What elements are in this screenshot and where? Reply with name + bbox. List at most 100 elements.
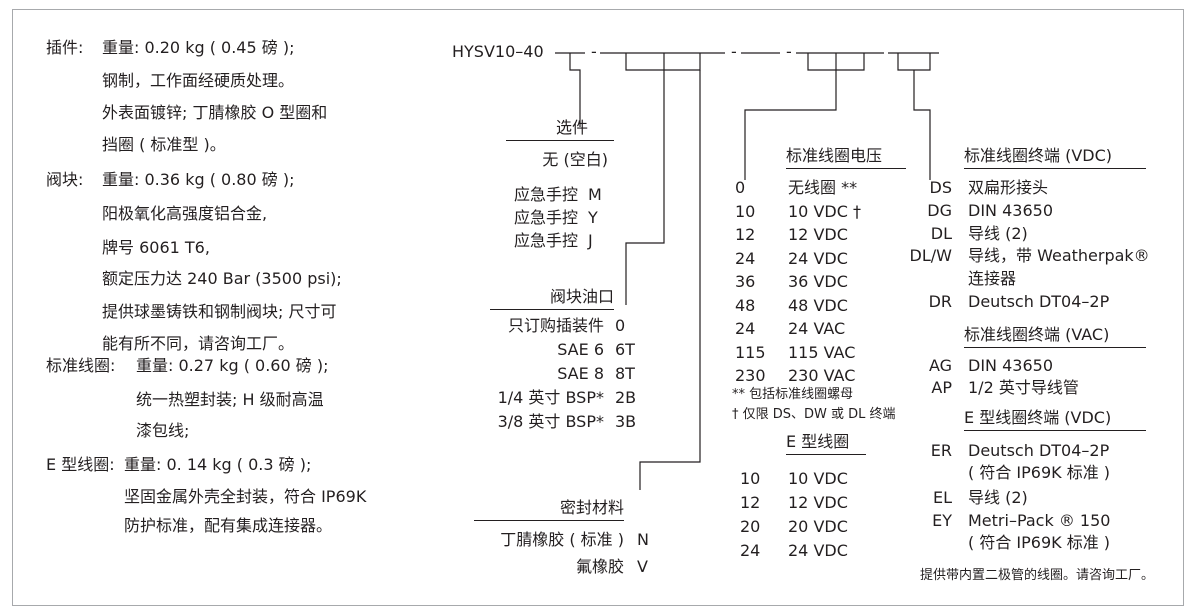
term-vac-title: 标准线圈终端 (VAC)	[964, 325, 1146, 348]
port-desc: SAE 8	[557, 364, 604, 383]
footnote: 提供带内置二极管的线圈。请咨询工厂。	[920, 568, 1155, 583]
terminal-code: DR	[928, 292, 952, 311]
voltage-code: 24	[735, 319, 756, 338]
spec-line: 统一热塑封装; H 级耐高温	[136, 390, 324, 409]
port-desc: 1/4 英寸 BSP*	[497, 388, 604, 407]
spec-label: 插件:	[46, 38, 84, 57]
voltage-desc: 36 VDC	[788, 272, 848, 291]
option-code: M	[588, 185, 602, 204]
voltage-code: 24	[735, 248, 756, 268]
terminal-code: DL/W	[909, 246, 952, 265]
terminal-desc: DIN 43650	[968, 356, 1053, 375]
code-separator: -	[786, 42, 792, 61]
e-voltage-code: 20	[740, 517, 761, 536]
port-desc: 3/8 英寸 BSP*	[497, 412, 604, 431]
terminal-desc: DIN 43650	[968, 201, 1053, 220]
port-code: 6T	[615, 340, 635, 359]
port-code: 2B	[615, 388, 637, 407]
port-desc: SAE 6	[557, 340, 604, 359]
voltage-desc: 无线圈 **	[788, 178, 858, 197]
voltage-desc: 10 VDC †	[788, 201, 861, 221]
terminal-desc: 1/2 英寸导线管	[968, 378, 1079, 397]
terminal-code: AG	[928, 356, 952, 375]
document-frame	[12, 9, 1184, 606]
terminal-code: DS	[929, 178, 952, 197]
terminal-code: DL	[930, 224, 952, 243]
spec-line: 能有所不同，请咨询工厂。	[102, 334, 295, 353]
option-code: J	[588, 231, 593, 250]
voltage-code: 10	[735, 201, 756, 221]
terminal-desc: Deutsch DT04–2P	[968, 441, 1110, 460]
port-desc: 只订购插装件	[507, 316, 604, 335]
code-separator: -	[731, 42, 737, 61]
code-separator: -	[591, 42, 597, 61]
e-voltage-desc: 10 VDC	[788, 469, 848, 488]
terminal-code: DG	[927, 201, 952, 220]
terminal-desc-cont: ( 符合 IP69K 标准 )	[968, 533, 1111, 552]
option-desc: 应急手控	[513, 208, 578, 227]
terminal-desc: 导线，带 Weatherpak®	[968, 246, 1150, 265]
spec-line: 挡圈 ( 标准型 )。	[102, 135, 226, 154]
e-voltage-code: 12	[740, 493, 761, 512]
terminal-desc: 双扁形接头	[968, 178, 1049, 197]
voltage-code: 115	[735, 342, 766, 362]
e-voltage-desc: 20 VDC	[788, 517, 848, 536]
voltage-note-1: ** 包括标准线圈螺母	[732, 387, 854, 402]
voltage-desc: 24 VDC	[788, 248, 848, 268]
ports-title: 阀块油口	[490, 287, 614, 310]
voltage-code: 230	[735, 366, 766, 385]
voltage-desc: 230 VAC	[788, 366, 856, 385]
voltage-code: 12	[735, 225, 756, 244]
spec-line: 重量: 0. 14 kg ( 0.3 磅 );	[124, 455, 312, 474]
spec-line: 坚固金属外壳全封装，符合 IP69K	[124, 487, 367, 506]
terminal-desc-cont: 连接器	[968, 269, 1017, 288]
spec-line: 防护标准，配有集成连接器。	[124, 516, 333, 535]
term-e-title: E 型线圈终端 (VDC)	[964, 408, 1146, 431]
terminal-desc: Deutsch DT04–2P	[968, 292, 1110, 311]
spec-label: 阀块:	[46, 170, 84, 189]
seal-desc: 丁腈橡胶 ( 标准 )	[500, 530, 624, 549]
option-code: Y	[588, 208, 598, 227]
port-code: 3B	[615, 412, 637, 431]
option-desc: 应急手控	[513, 231, 578, 250]
terminal-desc: 导线 (2)	[968, 224, 1028, 243]
terminal-desc-cont: ( 符合 IP69K 标准 )	[968, 463, 1111, 482]
spec-line: 重量: 0.27 kg ( 0.60 磅 );	[136, 356, 329, 375]
voltage-note-2: † 仅限 DS、DW 或 DL 终端	[732, 407, 896, 422]
voltage-code: 36	[735, 272, 756, 291]
spec-line: 阳极氧化高强度铝合金,	[102, 204, 268, 223]
port-code: 8T	[615, 364, 635, 383]
options-title: 选件	[506, 118, 614, 141]
spec-line: 提供球墨铸铁和钢制阀块; 尺寸可	[102, 302, 337, 321]
seal-code: V	[637, 557, 648, 576]
spec-line: 额定压力达 240 Bar (3500 psi);	[102, 269, 342, 288]
voltage-code: 0	[735, 178, 746, 197]
terminal-code: EL	[932, 488, 952, 507]
terminal-code: ER	[930, 441, 952, 460]
spec-line: 牌号 6061 T6,	[102, 238, 210, 257]
model-code: HYSV10–40	[452, 42, 544, 61]
port-code: 0	[615, 316, 626, 335]
spec-line: 重量: 0.20 kg ( 0.45 磅 );	[102, 38, 295, 57]
option-desc: 应急手控	[513, 185, 578, 204]
e-voltage-title: E 型线圈	[786, 432, 866, 455]
spec-line: 外表面镀锌; 丁腈橡胶 O 型圈和	[102, 103, 328, 122]
spec-label: E 型线圈:	[46, 455, 115, 474]
seals-title: 密封材料	[474, 498, 624, 521]
terminal-desc: 导线 (2)	[968, 488, 1028, 507]
terminal-desc: Metri–Pack ® 150	[968, 511, 1111, 530]
voltage-desc: 24 VAC	[788, 319, 846, 338]
term-vdc-title: 标准线圈终端 (VDC)	[964, 146, 1146, 169]
voltage-desc: 115 VAC	[788, 342, 856, 362]
seal-desc: 氟橡胶	[575, 557, 624, 576]
spec-line: 漆包线;	[136, 421, 190, 440]
terminal-code: AP	[931, 378, 952, 397]
voltage-desc: 48 VDC	[788, 295, 848, 315]
seal-code: N	[637, 530, 649, 549]
voltage-desc: 12 VDC	[788, 225, 848, 244]
terminal-code: EY	[932, 511, 952, 530]
e-voltage-code: 10	[740, 469, 761, 488]
voltage-code: 48	[735, 295, 756, 315]
spec-line: 重量: 0.36 kg ( 0.80 磅 );	[102, 170, 295, 189]
